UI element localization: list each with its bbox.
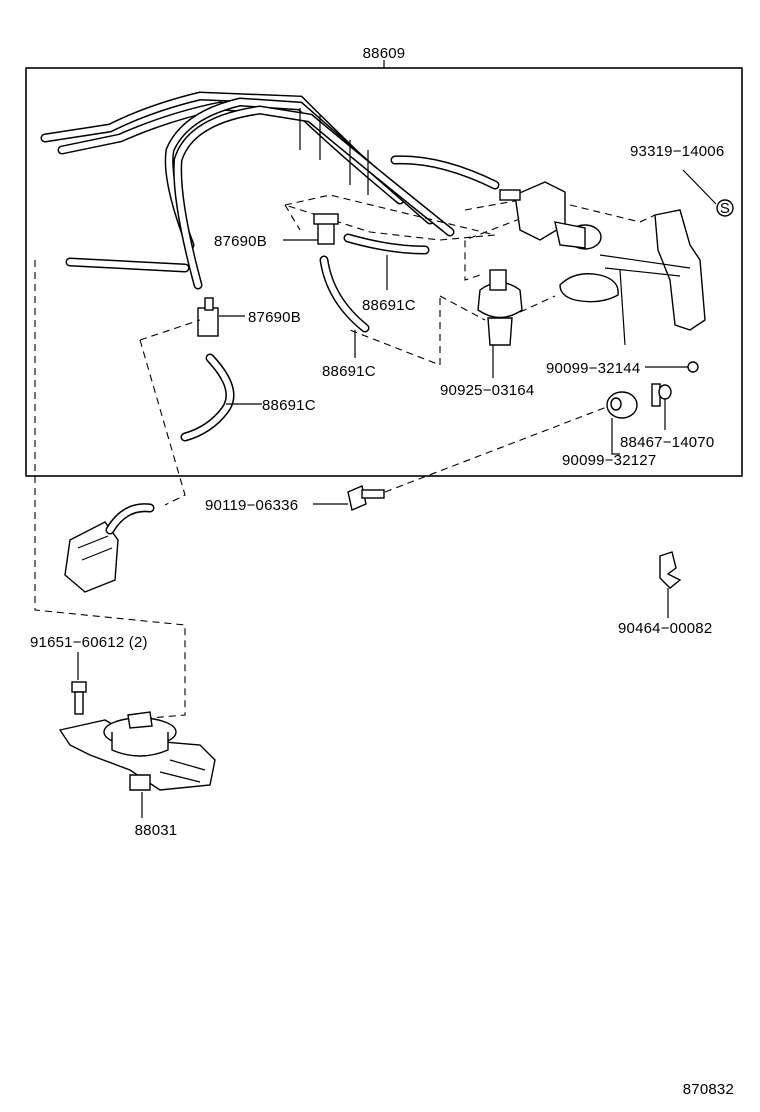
label-87690b-top: 87690B	[214, 233, 267, 250]
mounting-bracket	[559, 209, 706, 346]
connector-harness	[64, 503, 155, 593]
label-88031: 88031	[135, 822, 178, 839]
s-mark-symbol: S	[716, 199, 734, 217]
label-90099-32127: 90099−32127	[562, 452, 656, 469]
label-88691c-lower: 88691C	[262, 397, 316, 414]
vacuum-switching-valve	[499, 181, 602, 250]
vacuum-actuator-88031	[58, 711, 216, 791]
clip-90464	[659, 551, 682, 589]
vacuum-valve-90925	[477, 269, 523, 346]
s-mark-letter: S	[720, 200, 730, 217]
bolt-88467	[651, 383, 672, 407]
label-88609: 88609	[363, 45, 406, 62]
label-90464-00082: 90464−00082	[618, 620, 712, 637]
bolt-91651	[71, 681, 87, 715]
diagram-number: 870832	[683, 1081, 734, 1098]
bolt-90119	[347, 485, 385, 511]
tee-joint-87690b-mid	[197, 297, 219, 337]
tee-joint-87690b-top	[313, 213, 339, 245]
grommet-90099-32127	[606, 391, 638, 419]
vacuum-pipe-bundle	[40, 91, 500, 290]
label-88691c-center: 88691C	[322, 363, 376, 380]
label-90119-06336: 90119−06336	[205, 497, 298, 514]
label-90099-32144: 90099−32144	[546, 360, 640, 377]
label-93319-14006: 93319−14006	[630, 143, 724, 160]
label-91651-60612: 91651−60612 (2)	[30, 634, 148, 651]
label-88691c-right: 88691C	[362, 297, 416, 314]
screw-90099-32144	[687, 361, 699, 373]
label-87690b-mid: 87690B	[248, 309, 301, 326]
label-88467-14070: 88467−14070	[620, 434, 714, 451]
label-90925-03164: 90925−03164	[440, 382, 534, 399]
